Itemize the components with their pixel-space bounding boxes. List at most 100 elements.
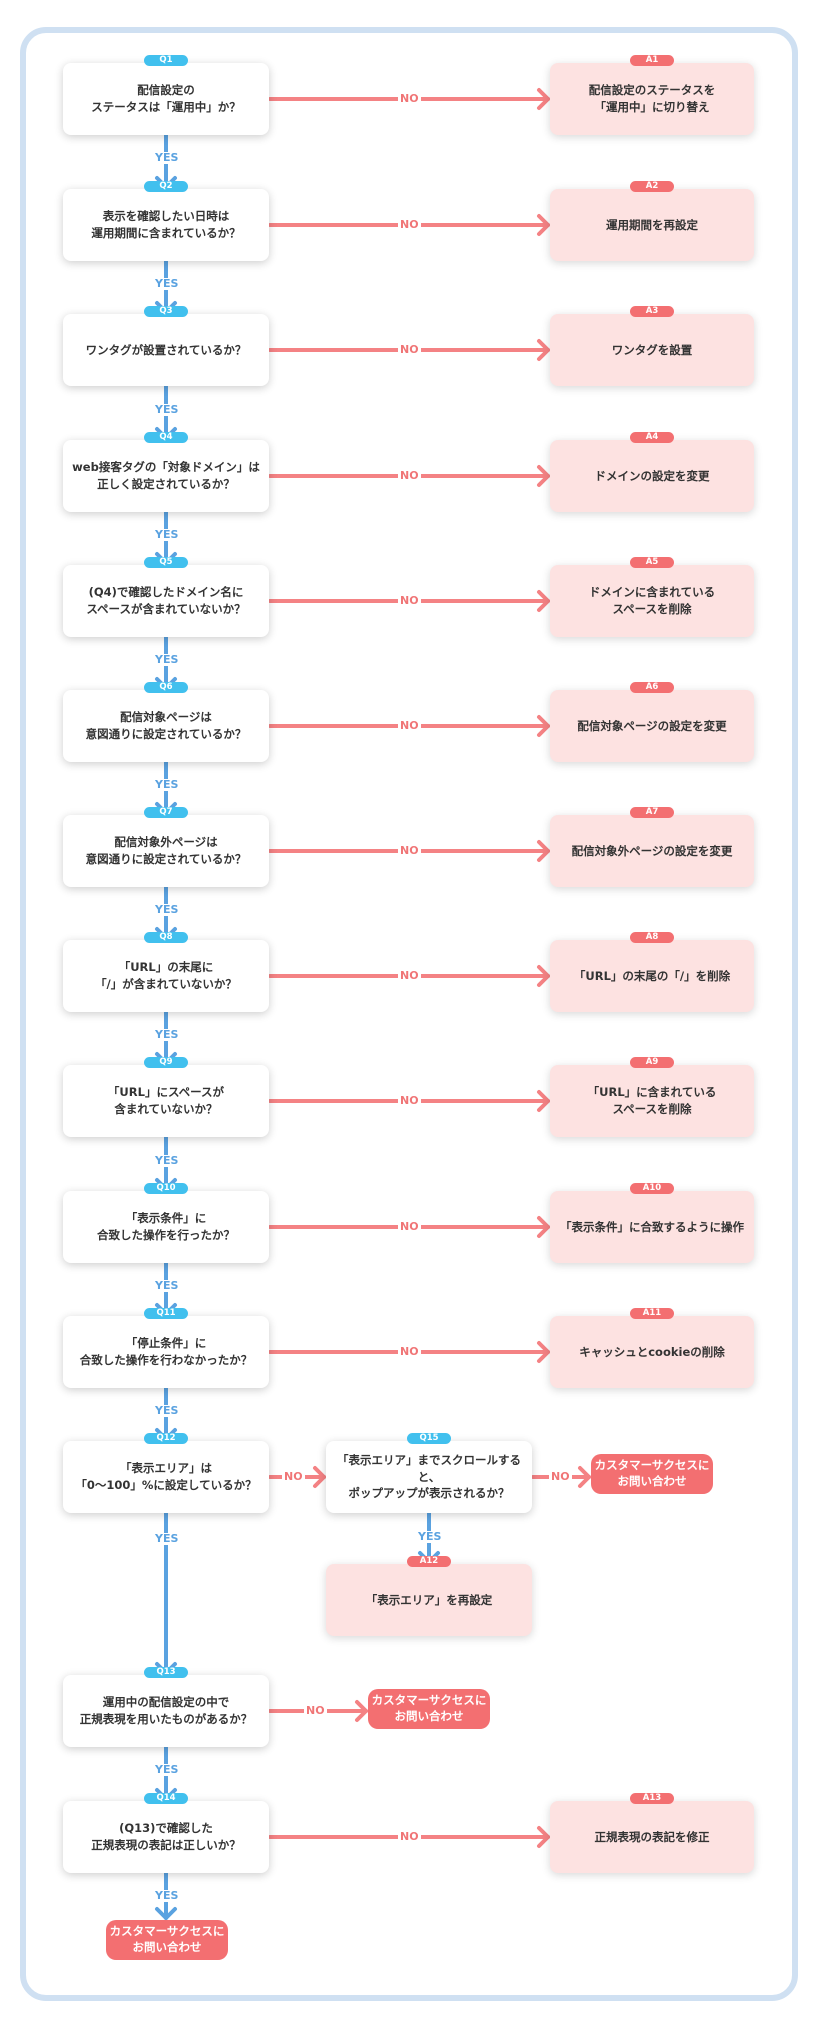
question-text: 「停止条件」に 合致した操作を行わなかったか？ xyxy=(79,1336,253,1367)
answer-text: 配信対象外ページの設定を変更 xyxy=(571,843,733,858)
contact-support-box-q13: カスタマーサクセスに お問い合わせ xyxy=(368,1689,490,1729)
question-badge: Q4 xyxy=(144,432,188,443)
no-connector-q11-arrowhead xyxy=(537,1341,550,1363)
answer-text: ワンタグを設置 xyxy=(611,342,693,357)
yes-label-q11: YES xyxy=(153,1404,181,1417)
contact-support-box-q14: カスタマーサクセスに お問い合わせ xyxy=(106,1920,228,1960)
no-label-q12: NO xyxy=(282,1470,305,1483)
question-box-q12: Q12「表示エリア」は 「0～100」%に設定しているか？ xyxy=(63,1433,269,1513)
answer-text: 配信設定のステータスを 「運用中」に切り替え xyxy=(588,83,716,114)
no-label-q2: NO xyxy=(398,218,421,231)
question-text: 「表示エリア」は 「0～100」%に設定しているか？ xyxy=(75,1461,257,1492)
answer-badge: A5 xyxy=(630,557,674,568)
no-connector-q2-arrowhead xyxy=(537,214,550,236)
yes-label-q15: YES xyxy=(416,1530,444,1543)
no-label-q14: NO xyxy=(398,1830,421,1843)
answer-box-a1: A1 配信設定のステータスを 「運用中」に切り替え xyxy=(550,55,754,135)
yes-label-q5: YES xyxy=(153,653,181,666)
question-box-q14: Q14(Q13)で確認した 正規表現の表記は正しいか？ xyxy=(63,1793,269,1873)
answer-text: 「URL」に含まれている スペースを削除 xyxy=(587,1085,717,1116)
no-label-q11: NO xyxy=(398,1345,421,1358)
no-connector-q7-arrowhead xyxy=(537,840,550,862)
contact-support-box-q15: カスタマーサクセスに お問い合わせ xyxy=(591,1454,713,1494)
yes-connector-q14-arrowhead xyxy=(155,1907,177,1920)
question-text: 「表示エリア」までスクロールすると、 ポップアップが表示されるか？ xyxy=(337,1452,521,1501)
no-connector-q8-arrowhead xyxy=(537,965,550,987)
answer-badge: A12 xyxy=(407,1556,451,1567)
yes-label-q12: YES xyxy=(153,1532,181,1545)
question-box-q1: Q1 配信設定の ステータスは「運用中」か？ xyxy=(63,55,269,135)
no-connector-q1-arrowhead xyxy=(537,88,550,110)
answer-badge: A13 xyxy=(630,1793,674,1804)
answer-box-a8: A8「URL」の末尾の「/」を削除 xyxy=(550,932,754,1012)
answer-box-a9: A9「URL」に含まれている スペースを削除 xyxy=(550,1057,754,1137)
question-box-q5: Q5(Q4)で確認したドメイン名に スペースが含まれていないか？ xyxy=(63,557,269,637)
no-label-q9: NO xyxy=(398,1094,421,1107)
answer-badge: A11 xyxy=(630,1308,674,1319)
question-badge: Q6 xyxy=(144,682,188,693)
no-connector-q15-arrowhead xyxy=(578,1466,591,1488)
yes-label-q10: YES xyxy=(153,1279,181,1292)
yes-label-q4: YES xyxy=(153,528,181,541)
question-text: 「URL」の末尾に 「/」が含まれていないか？ xyxy=(95,960,237,991)
yes-label-q2: YES xyxy=(153,277,181,290)
no-label-q13: NO xyxy=(304,1704,327,1717)
question-text: 表示を確認したい日時は 運用期間に含まれているか？ xyxy=(91,209,241,240)
no-connector-q4-arrowhead xyxy=(537,465,550,487)
question-box-q11: Q11「停止条件」に 合致した操作を行わなかったか？ xyxy=(63,1308,269,1388)
answer-text: ドメインに含まれている スペースを削除 xyxy=(588,585,716,616)
no-label-q15: NO xyxy=(549,1470,572,1483)
yes-label-q3: YES xyxy=(153,403,181,416)
answer-text: 「URL」の末尾の「/」を削除 xyxy=(573,968,731,983)
answer-badge: A4 xyxy=(630,432,674,443)
answer-text: キャッシュとcookieの削除 xyxy=(579,1344,725,1359)
yes-label-q1: YES xyxy=(153,151,181,164)
no-label-q8: NO xyxy=(398,969,421,982)
no-connector-q13-arrowhead xyxy=(355,1700,368,1722)
yes-label-q6: YES xyxy=(153,778,181,791)
question-badge: Q7 xyxy=(144,807,188,818)
question-badge: Q10 xyxy=(144,1183,188,1194)
yes-label-q9: YES xyxy=(153,1154,181,1167)
question-badge: Q3 xyxy=(144,306,188,317)
no-connector-q3-arrowhead xyxy=(537,339,550,361)
yes-label-q7: YES xyxy=(153,903,181,916)
yes-label-q8: YES xyxy=(153,1028,181,1041)
no-label-q10: NO xyxy=(398,1220,421,1233)
no-label-q4: NO xyxy=(398,469,421,482)
answer-text: ドメインの設定を変更 xyxy=(594,468,710,483)
no-label-q7: NO xyxy=(398,844,421,857)
question-text: 「URL」にスペースが 含まれていないか？ xyxy=(107,1085,225,1116)
question-box-q10: Q10「表示条件」に 合致した操作を行ったか？ xyxy=(63,1183,269,1263)
answer-text: 「表示エリア」を再設定 xyxy=(365,1592,493,1607)
question-box-q9: Q9 「URL」にスペースが 含まれていないか？ xyxy=(63,1057,269,1137)
answer-text: 「表示条件」に合致するように操作 xyxy=(560,1219,744,1234)
answer-box-a10: A10 「表示条件」に合致するように操作 xyxy=(550,1183,754,1263)
no-connector-q9-arrowhead xyxy=(537,1090,550,1112)
question-badge: Q14 xyxy=(144,1793,188,1804)
question-text: web接客タグの「対象ドメイン」は 正しく設定されているか？ xyxy=(72,460,260,491)
answer-badge: A10 xyxy=(630,1183,674,1194)
answer-box-a11: A11 キャッシュとcookieの削除 xyxy=(550,1308,754,1388)
no-label-q1: NO xyxy=(398,92,421,105)
yes-label-q13: YES xyxy=(153,1763,181,1776)
answer-text: 運用期間を再設定 xyxy=(606,217,698,232)
question-badge: Q15 xyxy=(407,1433,451,1444)
question-text: 運用中の配信設定の中で 正規表現を用いたものがあるか？ xyxy=(79,1695,253,1726)
yes-label-q14: YES xyxy=(153,1889,181,1902)
answer-badge: A1 xyxy=(630,55,674,66)
question-badge: Q1 xyxy=(144,55,188,66)
answer-box-a12: A12 「表示エリア」を再設定 xyxy=(326,1556,532,1636)
no-connector-q6-arrowhead xyxy=(537,715,550,737)
question-badge: Q5 xyxy=(144,557,188,568)
question-text: 配信設定の ステータスは「運用中」か？ xyxy=(91,83,241,114)
question-badge: Q9 xyxy=(144,1057,188,1068)
